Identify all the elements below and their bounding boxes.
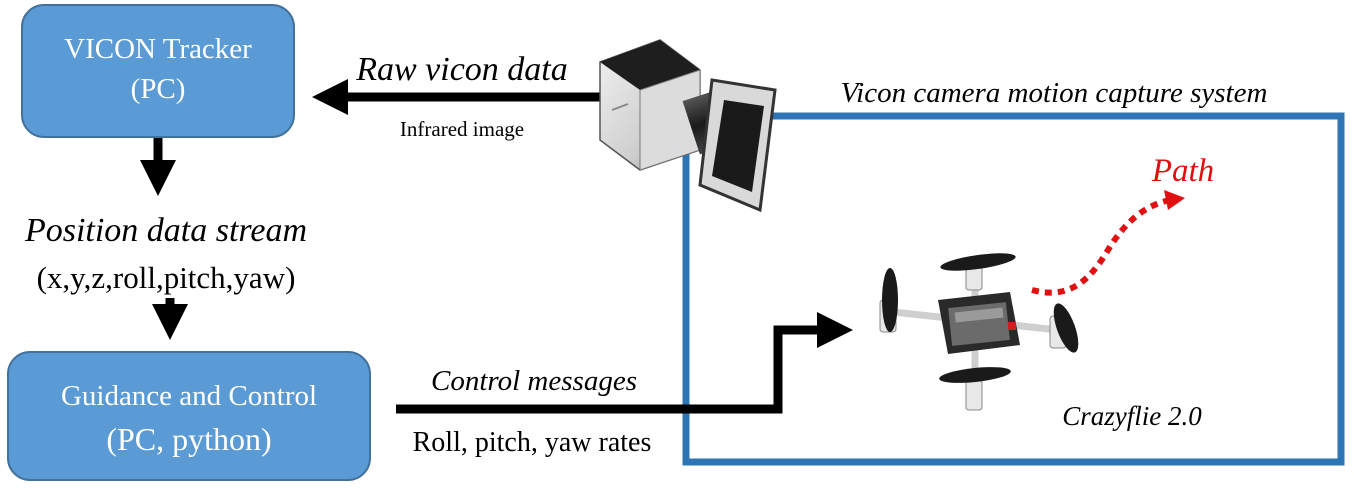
tracker-subtitle: (PC): [131, 73, 186, 105]
guidance-control-box: Guidance and Control (PC, python): [7, 351, 371, 481]
rates-label: Roll, pitch, yaw rates: [413, 427, 652, 458]
guidance-subtitle: (PC, python): [106, 421, 271, 457]
tracker-title: VICON Tracker: [64, 33, 252, 65]
path-label: Path: [1151, 153, 1214, 189]
control-arrow: [396, 312, 853, 414]
system-label: Vicon camera motion capture system: [841, 77, 1268, 109]
infrared-image-label: Infrared image: [400, 117, 524, 141]
guidance-title: Guidance and Control: [61, 380, 317, 412]
position-stream-label: Position data stream: [24, 212, 307, 249]
control-messages-label: Control messages: [431, 365, 637, 397]
position-vars-label: (x,y,z,roll,pitch,yaw): [37, 260, 296, 295]
crazyflie-drone-icon: [879, 253, 1079, 411]
path-arrowhead: [1164, 190, 1185, 210]
path-curve: [1031, 197, 1171, 296]
raw-vicon-data-label: Raw vicon data: [355, 51, 568, 88]
capture-system-frame: [682, 112, 1345, 466]
vicon-tracker-box: VICON Tracker (PC): [21, 4, 295, 138]
vicon-camera-icon: [599, 39, 777, 213]
drone-label: Crazyflie 2.0: [1062, 401, 1202, 431]
